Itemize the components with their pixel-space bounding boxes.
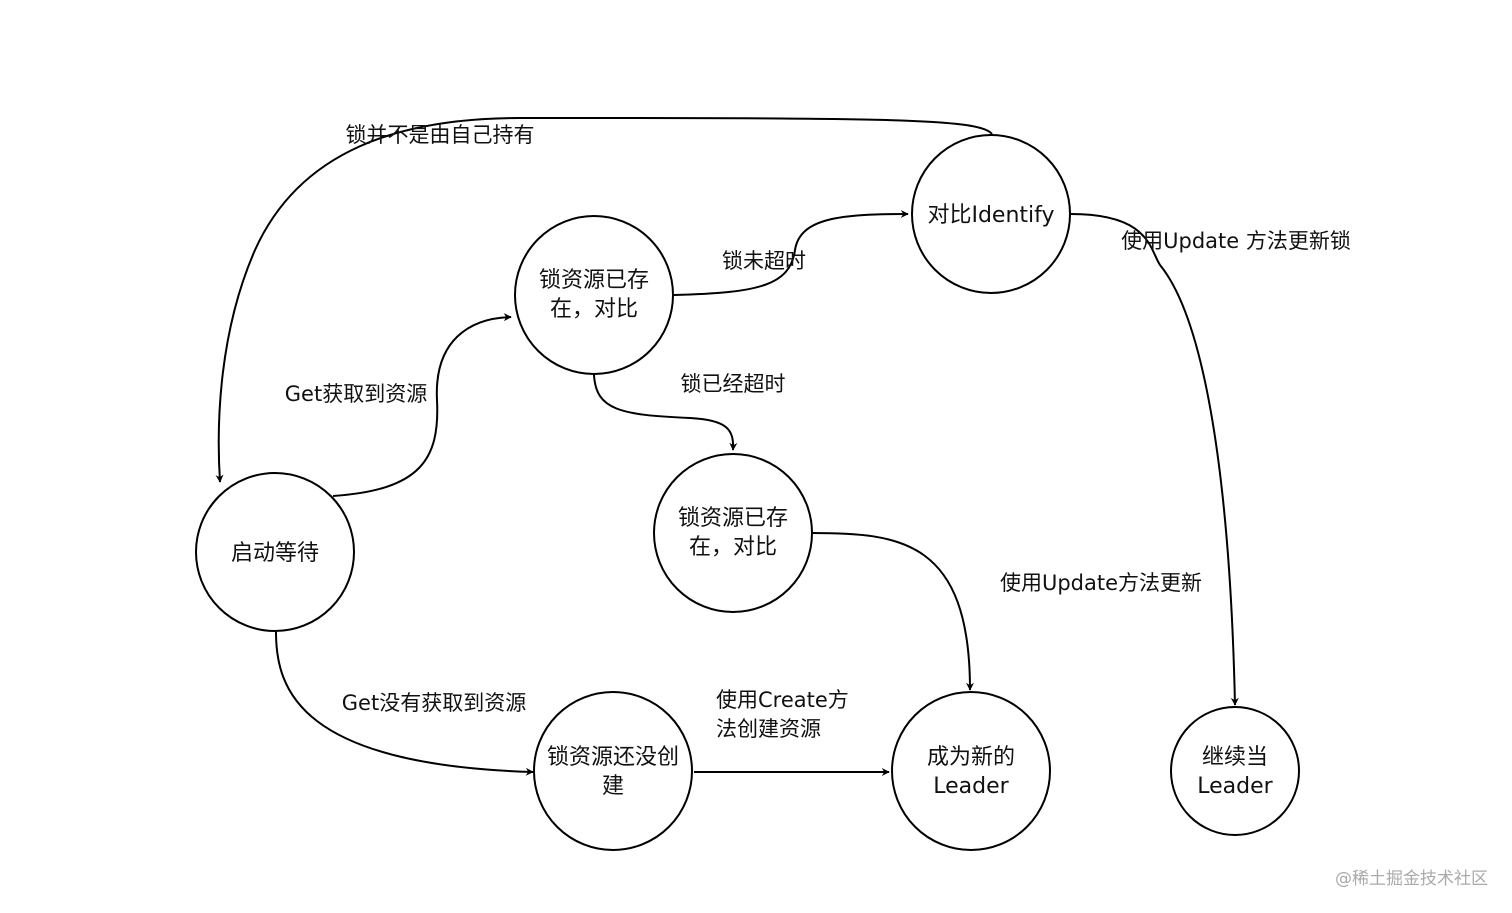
- label-lock-expired: 锁已经超时: [681, 372, 786, 396]
- edge-lock-not-expired: [673, 210, 909, 296]
- node-compare-identify-label: 对比Identify: [927, 203, 1054, 228]
- node-remain-leader-line2: Leader: [1197, 774, 1273, 799]
- node-compare-identify: 对比Identify: [911, 134, 1071, 294]
- label-get-not-found: Get没有获取到资源: [342, 691, 526, 715]
- label-create-resource-line1: 使用Create方: [716, 688, 849, 712]
- edge-get-found: [332, 313, 512, 497]
- node-become-leader-line2: Leader: [933, 774, 1009, 799]
- edge-get-not-found: [275, 631, 534, 776]
- node-lock-not-created-line2: 建: [602, 774, 624, 799]
- node-lock-exists-compare-1-line1: 锁资源已存: [539, 268, 649, 293]
- node-lock-not-created-line1: 锁资源还没创: [547, 745, 679, 770]
- node-remain-leader: 继续当 Leader: [1170, 706, 1300, 836]
- node-become-leader-line1: 成为新的: [927, 745, 1015, 770]
- label-update-method: 使用Update方法更新: [1000, 571, 1202, 595]
- node-become-leader: 成为新的 Leader: [891, 691, 1051, 851]
- label-update-lock: 使用Update 方法更新锁: [1121, 229, 1351, 253]
- label-lock-not-own: 锁并不是由自己持有: [346, 123, 535, 147]
- edge-lock-not-own: [215, 116, 993, 483]
- node-lock-exists-compare-1: 锁资源已存 在，对比: [514, 215, 674, 375]
- edge-update-lock: [1070, 213, 1239, 706]
- label-lock-not-expired: 锁未超时: [722, 249, 806, 273]
- node-lock-exists-compare-2-line1: 锁资源已存: [678, 506, 788, 531]
- node-start-wait: 启动等待: [195, 472, 355, 632]
- node-remain-leader-line1: 继续当: [1202, 745, 1268, 770]
- node-lock-exists-compare-1-line2: 在，对比: [550, 297, 638, 322]
- edge-lock-expired: [593, 374, 738, 451]
- edge-update-method: [811, 532, 974, 691]
- node-start-wait-label: 启动等待: [231, 541, 319, 566]
- node-lock-exists-compare-2: 锁资源已存 在，对比: [653, 453, 813, 613]
- label-create-resource-line2: 法创建资源: [716, 717, 821, 741]
- watermark-text: @稀土掘金技术社区: [1335, 869, 1488, 889]
- label-get-found: Get获取到资源: [285, 382, 427, 406]
- node-lock-exists-compare-2-line2: 在，对比: [689, 535, 777, 560]
- node-lock-not-created: 锁资源还没创 建: [533, 691, 693, 851]
